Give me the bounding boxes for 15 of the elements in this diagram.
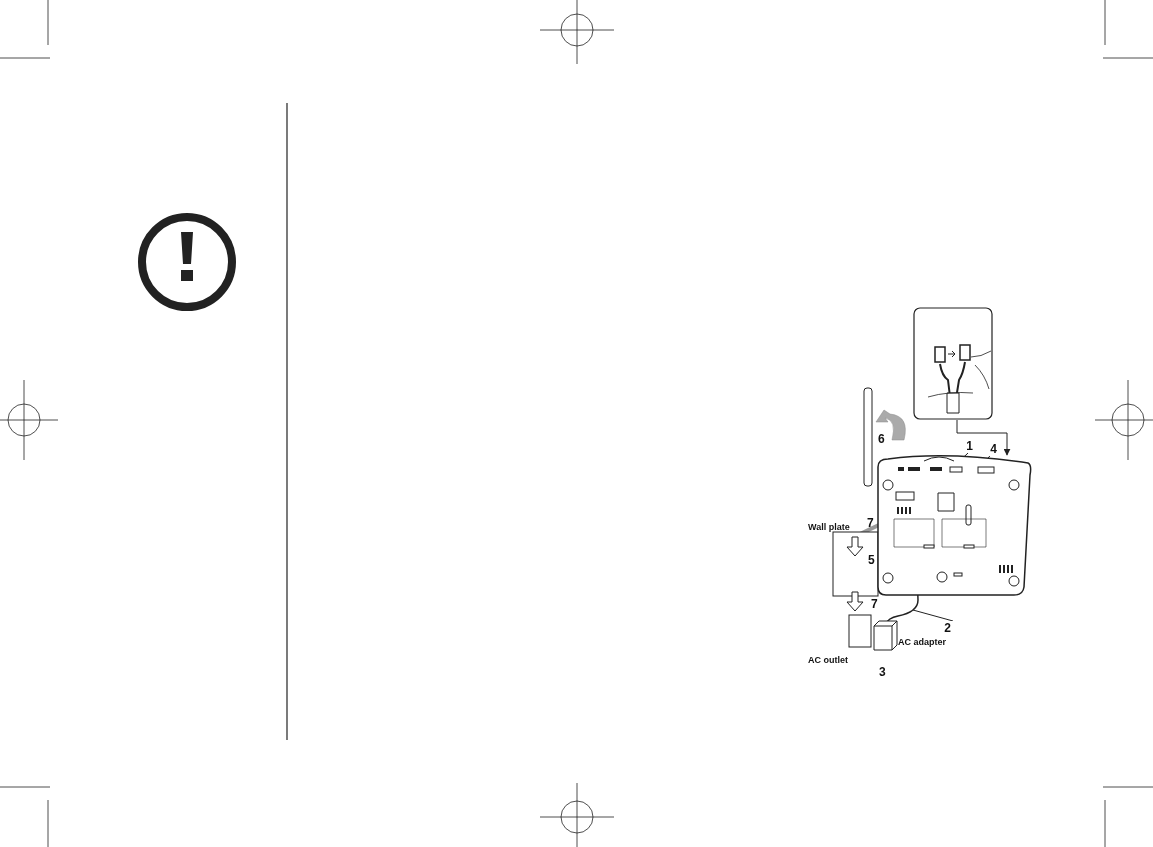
part-label: AC outlet [808,655,848,666]
arrow [956,419,1011,456]
inset-drawing [913,307,993,420]
telephone-base-drawing [874,455,1032,597]
callout-number: 2 [942,621,953,635]
callout-number: 3 [879,665,886,679]
callout-number: 1 [964,439,975,453]
callout-number: 5 [868,553,875,567]
part-label: AC adapter [898,637,946,648]
callout-number: 6 [878,432,885,446]
leader-line [912,609,954,622]
part-label: Wall plate [808,522,850,533]
callout-number: 7 [867,516,874,530]
callout-number: 4 [988,442,999,456]
callout-number: 7 [871,597,878,611]
